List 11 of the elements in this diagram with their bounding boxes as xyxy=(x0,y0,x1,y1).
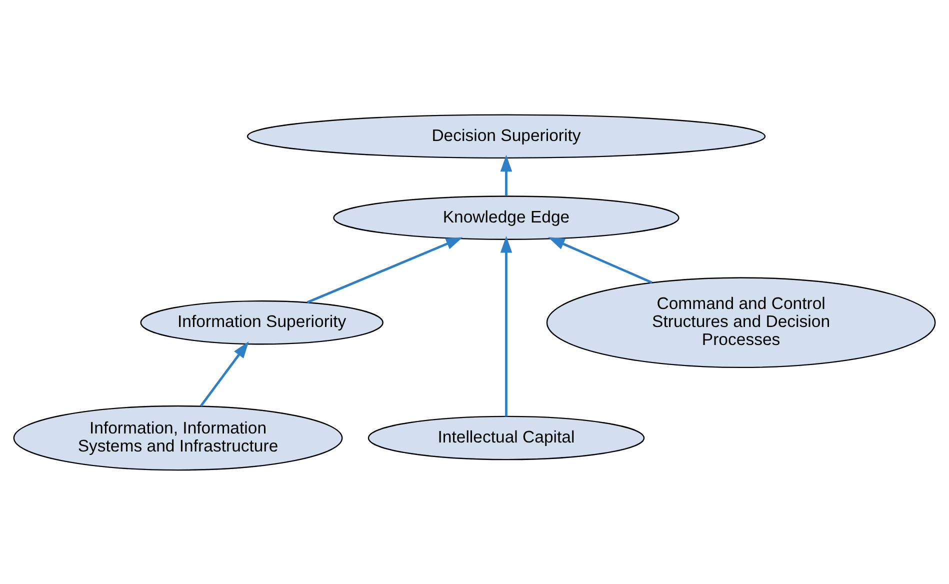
node-ellipse: Knowledge Edge xyxy=(333,195,680,240)
arrow xyxy=(306,236,463,303)
node-ellipse: Command and Control Structures and Decision Processes xyxy=(546,276,936,368)
arrow xyxy=(200,340,249,406)
node-ellipse: Decision Superiority xyxy=(246,114,766,158)
arrow xyxy=(548,236,652,284)
arrow xyxy=(500,154,512,196)
node-ellipse: Information Superiority xyxy=(140,300,384,344)
arrow xyxy=(500,235,512,416)
node-ellipse: Information, Information Systems and Infrastructure xyxy=(13,404,343,470)
node-ellipse: Intellectual Capital xyxy=(368,415,645,460)
